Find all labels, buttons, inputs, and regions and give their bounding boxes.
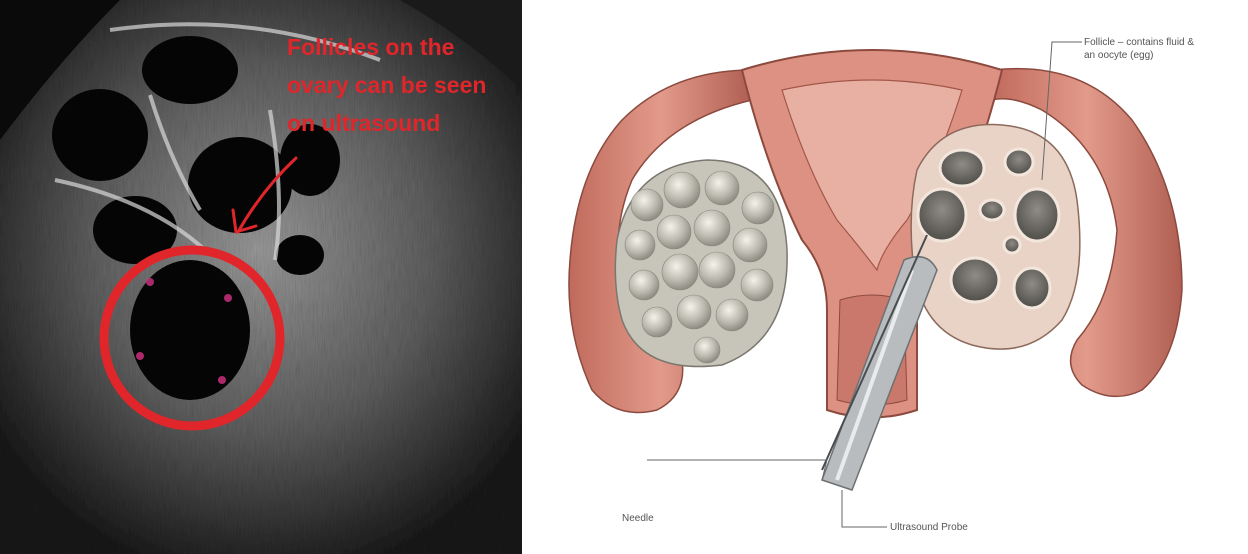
anatomy-diagram: Follicle – contains fluid & an oocyte (e…: [522, 0, 1248, 554]
label-needle: Needle: [622, 512, 654, 525]
uterus-ovary-illustration: [522, 0, 1248, 554]
label-ultrasound-probe: Ultrasound Probe: [890, 521, 968, 534]
right-ovary-section: [911, 125, 1080, 350]
ultrasound-caption: Follicles on the ovary can be seen on ul…: [287, 28, 522, 142]
ultrasound-image: Follicles on the ovary can be seen on ul…: [0, 0, 522, 554]
left-ovary: [615, 160, 787, 367]
label-follicle: Follicle – contains fluid & an oocyte (e…: [1084, 36, 1244, 62]
